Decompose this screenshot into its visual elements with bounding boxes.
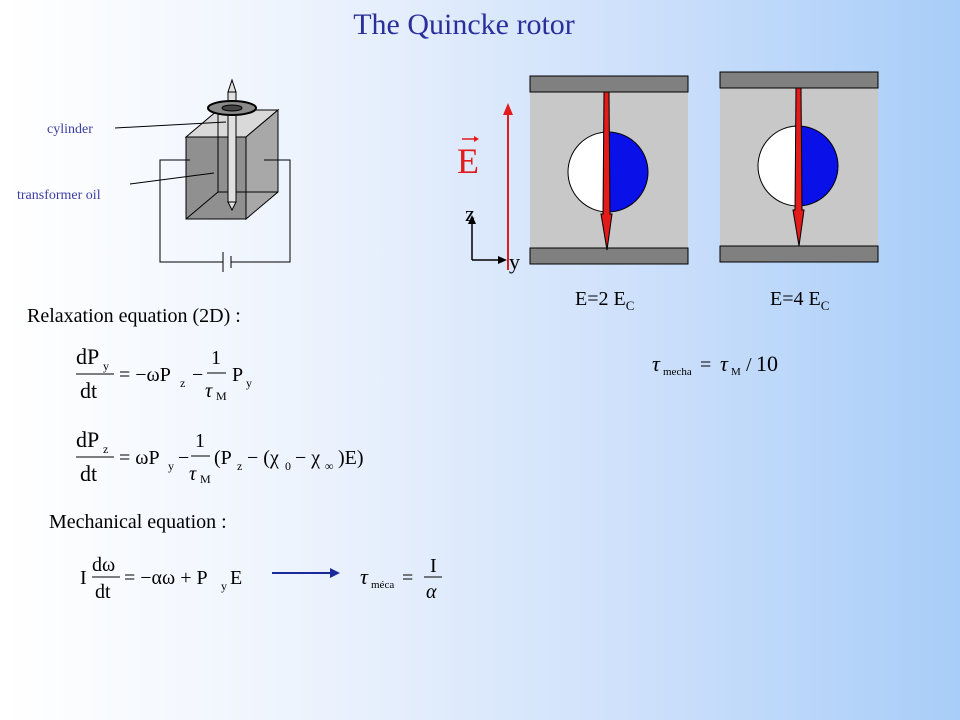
svg-text:=: = <box>700 354 711 376</box>
mechanical-equation: I dω dt = −αω + P y E <box>80 554 242 603</box>
svg-text:dω: dω <box>92 554 115 576</box>
transformer-oil-label: transformer oil <box>17 188 101 203</box>
svg-text:dt: dt <box>95 581 111 603</box>
svg-text:z: z <box>237 459 242 473</box>
svg-text:∞: ∞ <box>325 459 334 473</box>
bottom-electrode <box>529 247 689 265</box>
svg-text:− χ: − χ <box>295 447 320 469</box>
svg-text:méca: méca <box>371 579 394 591</box>
tau-mecha-relation: τ mecha = τ M / 10 <box>652 351 778 378</box>
svg-text:τ: τ <box>205 380 213 402</box>
field-axes <box>462 103 513 270</box>
apparatus-diagram <box>114 78 291 272</box>
svg-text:M: M <box>216 389 227 403</box>
svg-text:τ: τ <box>720 351 729 376</box>
svg-text:y: y <box>168 459 174 473</box>
top-electrode <box>529 75 689 93</box>
svg-text:τ: τ <box>652 351 661 376</box>
svg-text:y: y <box>221 579 227 593</box>
svg-text:P: P <box>232 364 243 386</box>
relaxation-equation-pz: dP z dt = ωP y − 1 τ M (P z − (χ 0 − χ ∞… <box>76 427 364 486</box>
top-electrode <box>719 71 879 89</box>
svg-text:(P: (P <box>214 447 232 469</box>
oil-box <box>184 108 280 221</box>
svg-text:1: 1 <box>195 430 205 452</box>
svg-text:τ: τ <box>360 564 369 589</box>
circuit-wires <box>159 159 291 272</box>
svg-text:z: z <box>180 376 185 390</box>
svg-text:I: I <box>80 567 87 589</box>
case-label-1: E=2 EC <box>575 288 635 313</box>
svg-text:= ωP: = ωP <box>119 447 160 469</box>
cylinder-label: cylinder <box>47 122 93 137</box>
svg-text:=: = <box>402 567 413 589</box>
svg-text:I: I <box>430 555 437 577</box>
svg-text:mecha: mecha <box>663 366 692 378</box>
svg-text:−: − <box>178 447 189 469</box>
svg-text:τ: τ <box>189 463 197 485</box>
polarization-arrow <box>792 87 805 247</box>
svg-text:z: z <box>103 442 108 456</box>
sphere <box>757 125 839 207</box>
mechanical-heading: Mechanical equation : <box>49 511 227 533</box>
field-vector-label: E <box>457 141 479 181</box>
relaxation-equation-py: dP y dt = −ωP z − 1 τ M P y <box>76 344 252 403</box>
svg-text:0: 0 <box>285 459 291 473</box>
polarization-arrow <box>600 91 613 251</box>
tau-meca-relation: τ méca = I α <box>360 555 442 603</box>
page-title: The Quincke rotor <box>353 8 575 41</box>
rotor-cell-1 <box>529 75 689 265</box>
svg-text:y: y <box>103 359 109 373</box>
svg-text:−: − <box>192 364 203 386</box>
axis-z-label: z <box>465 201 475 226</box>
svg-text:/: / <box>746 354 752 376</box>
relaxation-heading: Relaxation equation (2D) : <box>27 305 241 327</box>
bottom-electrode <box>719 245 879 263</box>
svg-text:10: 10 <box>756 351 778 376</box>
svg-text:E: E <box>230 567 242 589</box>
svg-text:= −αω + P: = −αω + P <box>124 567 208 589</box>
svg-text:− (χ: − (χ <box>247 447 279 469</box>
implies-arrow <box>272 568 340 578</box>
sphere <box>567 131 649 213</box>
svg-text:dt: dt <box>80 378 97 403</box>
svg-text:)E): )E) <box>338 447 364 469</box>
svg-text:M: M <box>731 366 741 378</box>
case-label-2: E=4 EC <box>770 288 830 313</box>
svg-text:1: 1 <box>211 347 221 369</box>
rotor-cell-2 <box>719 71 879 263</box>
axis-y-label: y <box>509 249 520 274</box>
svg-text:α: α <box>426 581 437 603</box>
svg-text:= −ωP: = −ωP <box>119 364 171 386</box>
svg-text:dP: dP <box>76 427 99 452</box>
svg-text:dP: dP <box>76 344 99 369</box>
svg-text:y: y <box>246 376 252 390</box>
svg-text:M: M <box>200 472 211 486</box>
svg-text:dt: dt <box>80 461 97 486</box>
